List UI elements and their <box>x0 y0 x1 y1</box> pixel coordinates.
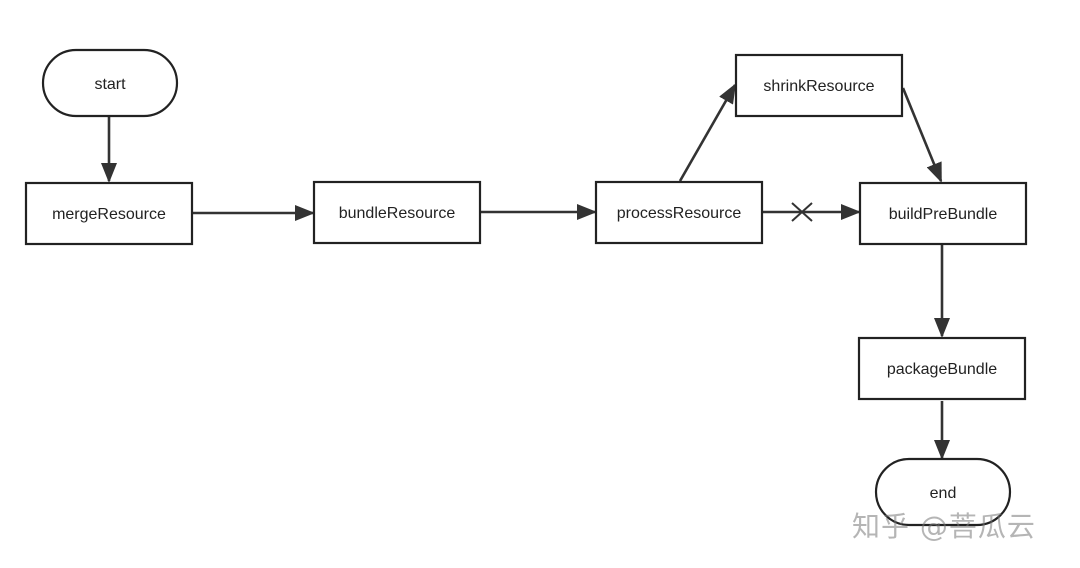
node-end-label: end <box>930 485 957 502</box>
node-packageBundle: packageBundle <box>857 336 1027 401</box>
node-start: start <box>41 48 179 118</box>
node-shrinkResource: shrinkResource <box>734 53 904 118</box>
edges <box>101 83 950 460</box>
node-start-label: start <box>94 76 126 93</box>
node-processResource-label: processResource <box>617 205 742 222</box>
edge-shrinkResource-to-buildPreBundle <box>901 87 943 183</box>
node-buildPreBundle: buildPreBundle <box>858 181 1028 246</box>
node-bundleResource: bundleResource <box>312 180 482 245</box>
node-packageBundle-label: packageBundle <box>887 361 997 378</box>
node-bundleResource-label: bundleResource <box>339 205 456 222</box>
node-mergeResource-label: mergeResource <box>52 206 166 223</box>
watermark: 知乎 @菩瓜云 <box>852 510 1036 543</box>
cross-mark <box>791 202 813 222</box>
node-end: end <box>874 457 1012 527</box>
node-mergeResource: mergeResource <box>24 181 194 246</box>
edge-processResource-to-shrinkResource <box>678 83 737 182</box>
node-processResource: processResource <box>594 180 764 245</box>
node-shrinkResource-label: shrinkResource <box>763 78 874 95</box>
node-buildPreBundle-label: buildPreBundle <box>889 206 998 223</box>
